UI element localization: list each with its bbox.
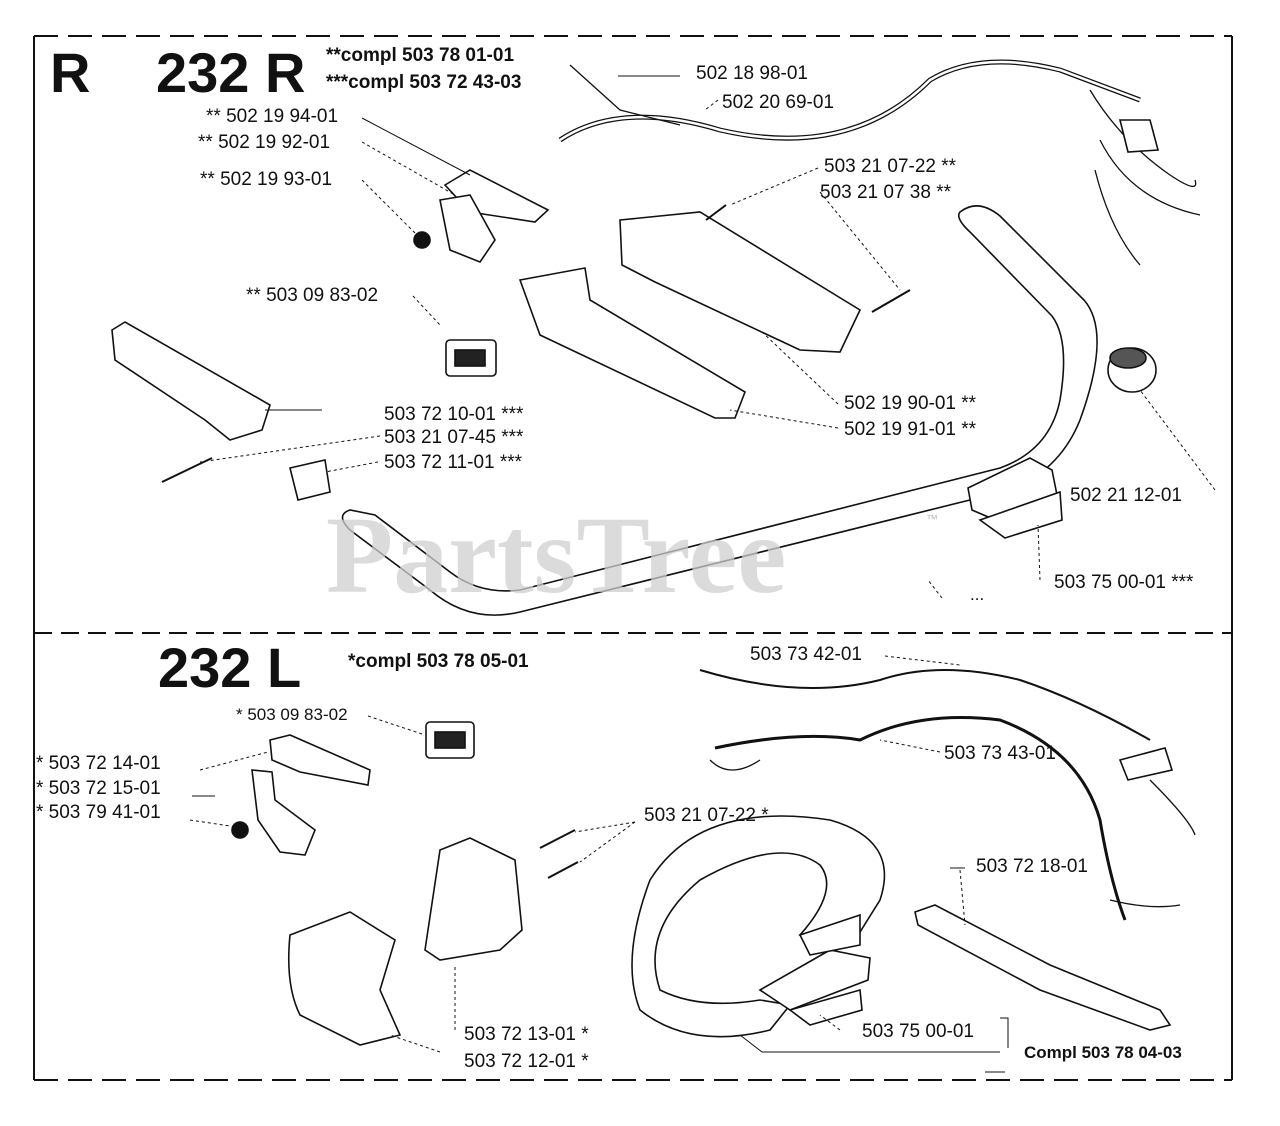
section-letter: R: [50, 41, 91, 104]
part-label: ** 502 19 93-01: [200, 169, 333, 190]
part-label: 503 72 13-01 *: [464, 1024, 589, 1045]
top-parts: [111, 59, 1201, 616]
top-leaders: [199, 75, 1216, 599]
part-label: 503 21 07-22 *: [644, 805, 769, 826]
part-label: ** 502 19 94-01: [206, 106, 339, 127]
model-title-l: 232 L: [158, 636, 302, 699]
part-label: 503 21 07 38 **: [820, 182, 952, 203]
part-label: 503 72 18-01: [976, 856, 1088, 877]
model-title-r: 232 R: [156, 41, 306, 104]
loop-handle-shape: [631, 815, 886, 1038]
part-label: 502 20 69-01: [722, 92, 834, 113]
part-label: ** 503 09 83-02: [246, 285, 379, 306]
compl-kit-bottom: Compl 503 78 04-03: [1024, 1043, 1182, 1062]
part-label: ** 502 19 92-01: [198, 132, 331, 153]
part-label: 503 75 00-01: [862, 1021, 974, 1042]
watermark-trademark: ™: [926, 512, 938, 526]
part-label: 503 72 11-01 ***: [384, 452, 523, 473]
part-label: 503 21 07-45 ***: [384, 427, 524, 448]
part-label: * 503 72 14-01: [36, 753, 161, 774]
diagram-frame: [33, 35, 1233, 1081]
part-label: 502 19 91-01 **: [844, 419, 977, 440]
part-label: 502 21 12-01: [1070, 485, 1182, 506]
compl-kit-2: ***compl 503 72 43-03: [326, 72, 522, 93]
compl-kit-1: **compl 503 78 01-01: [326, 45, 515, 66]
part-label: ...: [970, 585, 985, 604]
part-label: 503 75 00-01 ***: [1054, 572, 1194, 593]
part-label: 502 18 98-01: [696, 63, 808, 84]
part-label: * 503 72 15-01: [36, 778, 161, 799]
watermark: PartsTree: [326, 494, 787, 616]
part-label: 503 21 07-22 **: [824, 156, 957, 177]
part-label: * 503 79 41-01: [36, 802, 161, 823]
part-label: 502 19 90-01 **: [844, 393, 977, 414]
part-label: 503 73 43-01: [944, 743, 1056, 764]
handle-bar-shape: [341, 205, 1098, 616]
bottom-parts: [231, 669, 1196, 1046]
part-label: * 503 09 83-02: [236, 705, 348, 724]
part-label: 503 73 42-01: [750, 644, 862, 665]
bottom-leaders: [189, 655, 1009, 1073]
compl-kit-l: *compl 503 78 05-01: [348, 651, 529, 672]
part-label: 503 72 10-01 ***: [384, 404, 524, 425]
part-label: 503 72 12-01 *: [464, 1051, 589, 1072]
